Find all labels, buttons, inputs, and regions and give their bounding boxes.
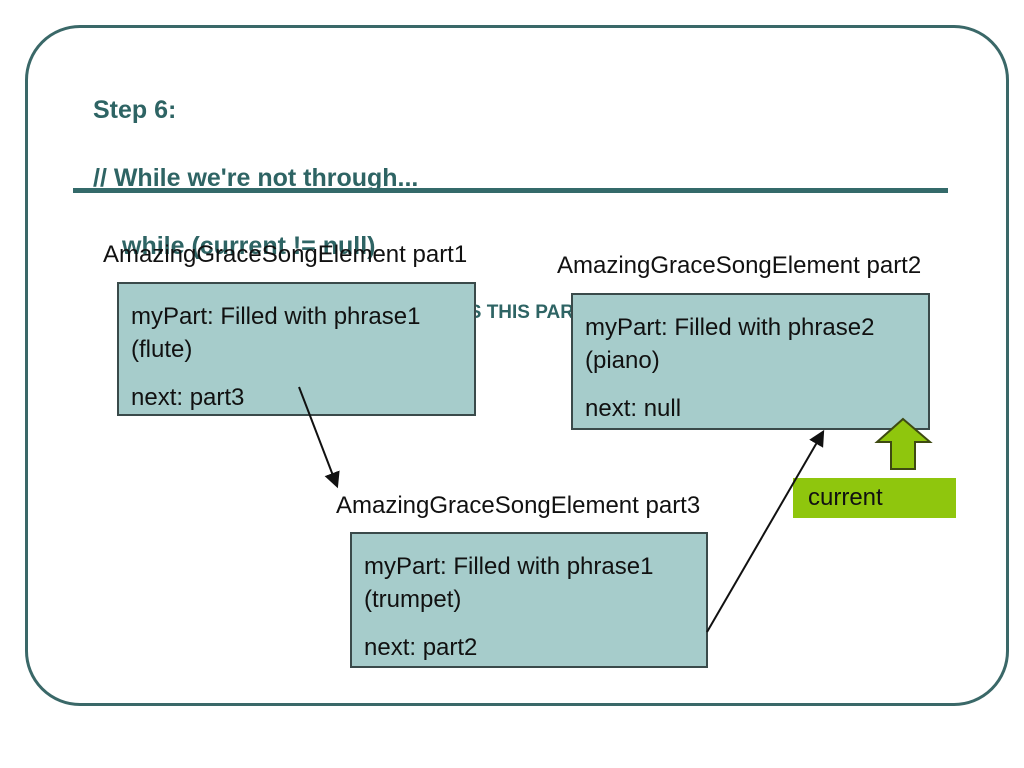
title-comment-line: // While we're not through... [93,164,419,192]
next-line-part1: next: part3 [131,384,245,411]
title-step-line: Step 6: [93,96,177,124]
node-box-part1: myPart: Filled with phrase1 (flute) next… [117,282,476,416]
mypart-line1-part3: myPart: Filled with phrase1 [364,553,654,580]
mypart-line2-part3: (trumpet) [364,586,462,613]
node-box-part2: myPart: Filled with phrase2 (piano) next… [571,293,930,430]
mypart-line1-part1: myPart: Filled with phrase1 [131,303,421,330]
title-divider-rule [73,188,948,193]
slide-rounded-border [25,25,1009,706]
mypart-line1-part2: myPart: Filled with phrase2 [585,314,875,341]
mypart-line2-part2: (piano) [585,347,660,374]
node-box-part3: myPart: Filled with phrase1 (trumpet) ne… [350,532,708,668]
node-label-part3: AmazingGraceSongElement part3 [336,492,701,519]
title-while-line: while (current != null) [122,232,376,260]
mypart-line2-part1: (flute) [131,336,193,363]
node-label-part2: AmazingGraceSongElement part2 [557,252,922,279]
node-label-part1: AmazingGraceSongElement part1 [103,241,468,268]
next-line-part3: next: part2 [364,634,478,661]
slide-title: Step 6: // While we're not through... wh… [93,58,586,346]
next-line-part2: next: null [585,395,682,422]
current-pointer-label: current [793,478,956,518]
